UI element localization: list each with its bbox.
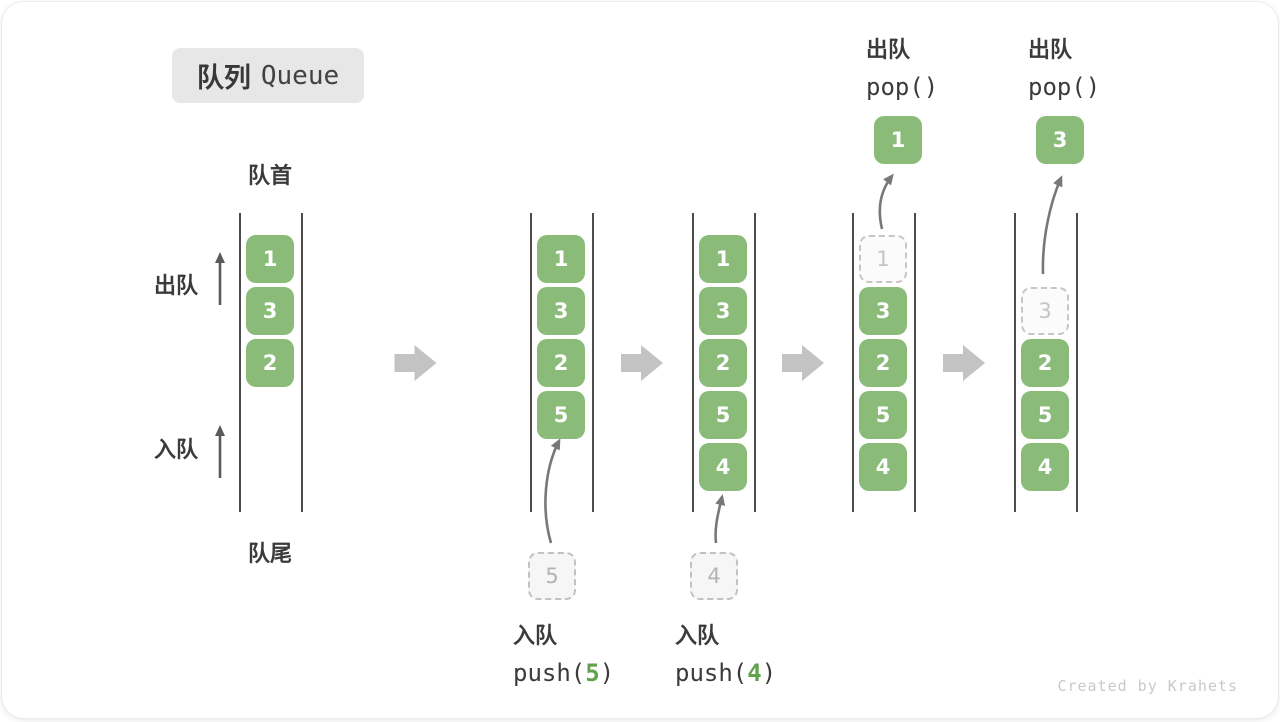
staged-item: 5 [528,552,576,600]
watermark: Created by Krahets [1057,677,1238,695]
queue-item: 2 [1021,339,1069,387]
queue-item: 4 [1021,443,1069,491]
queue-wall-right [914,213,916,512]
popped-item: 1 [874,116,922,164]
queue-wall-right [754,213,756,512]
queue-item: 2 [859,339,907,387]
queue-item: 1 [246,235,294,283]
enqueue-arrow [714,494,726,544]
queue-item: 4 [699,443,747,491]
dequeue-side-label: 出队 [154,273,199,298]
queue-item: 4 [859,443,907,491]
queue-item: 3 [699,287,747,335]
queue-item: 3 [859,287,907,335]
staged-item: 4 [690,552,738,600]
dequeue-op-code: pop() [1028,73,1101,101]
dequeue-arrow [878,173,894,230]
queue-item: 2 [246,339,294,387]
queue-item: 1 [699,235,747,283]
queue-item-removed: 1 [859,235,907,283]
state-transition-arrow [782,345,824,381]
queue-item-removed: 3 [1021,287,1069,335]
queue-item: 2 [699,339,747,387]
state-transition-arrow [943,345,985,381]
dequeue-op-code: pop() [866,73,939,101]
dequeue-op-zh: 出队 [1028,37,1073,62]
queue-wall-left [692,213,694,512]
enqueue-op-label: 入队 push(4) [675,618,776,687]
queue-item: 5 [1021,391,1069,439]
queue-wall-right [301,213,303,512]
queue-item: 5 [699,391,747,439]
dequeue-op-zh: 出队 [866,37,911,62]
queue-wall-right [1076,213,1078,512]
queue-item: 3 [246,287,294,335]
queue-item: 2 [537,339,585,387]
enqueue-op-code: push(4) [675,659,777,687]
enqueue-op-code: push(5) [513,659,615,687]
dequeue-arrow [1041,175,1063,275]
title-zh: 队列 [196,63,251,93]
enqueue-op-zh: 入队 [513,623,558,648]
dequeue-op-label: 出队 pop() [866,32,938,101]
title-badge: 队列 Queue [172,48,364,103]
enqueue-op-zh: 入队 [675,623,720,648]
title-en: Queue [260,60,340,91]
enqueue-arg: 4 [747,659,762,687]
queue-item: 3 [537,287,585,335]
queue-wall-left [239,213,241,512]
queue-item: 5 [859,391,907,439]
popped-item: 3 [1036,116,1084,164]
queue-front-label: 队首 [247,163,292,188]
state-transition-arrow [394,345,437,381]
enqueue-op-label: 入队 push(5) [513,618,614,687]
dequeue-op-label: 出队 pop() [1028,32,1100,101]
queue-wall-left [530,213,532,512]
queue-wall-right [592,213,594,512]
enqueue-arg: 5 [585,659,600,687]
queue-rear-label: 队尾 [247,541,292,566]
enqueue-side-label: 入队 [154,437,199,462]
queue-item: 1 [537,235,585,283]
queue-wall-left [1014,213,1016,512]
enqueue-arrow [544,438,561,544]
state-transition-arrow [621,345,663,381]
queue-wall-left [852,213,854,512]
queue-item: 5 [537,391,585,439]
